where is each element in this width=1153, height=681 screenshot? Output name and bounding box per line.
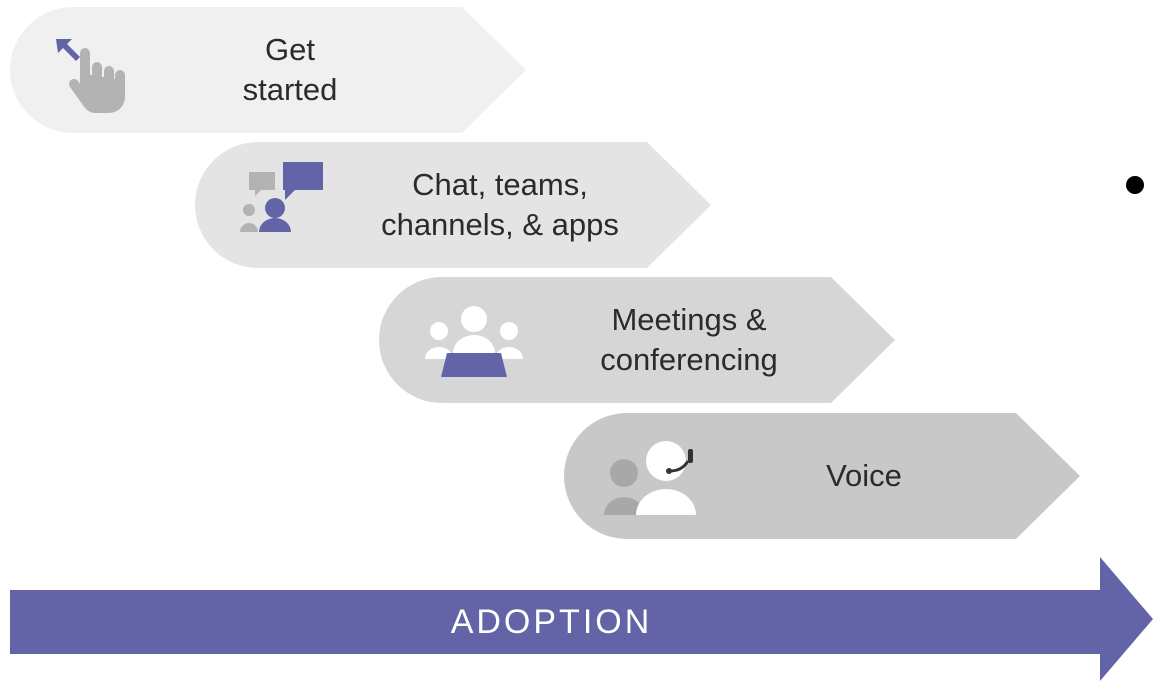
step-shape [195,142,711,268]
step-label: Meetings & conferencing [600,302,778,377]
meeting-people-icon [425,306,523,377]
step-voice: Voice [564,413,1080,539]
step-get-started: Get started [10,7,526,133]
step-shape [10,7,526,133]
step-label: Chat, teams, channels, & apps [381,167,619,242]
adoption-arrow [10,557,1153,681]
adoption-label: ADOPTION [450,602,653,641]
step-meetings-conferencing: Meetings & conferencing [379,277,895,403]
step-label: Get started [242,32,338,107]
chat-people-icon [240,162,323,232]
headset-person-icon [604,441,696,515]
step-label: Voice [826,458,902,493]
step-shape [379,277,895,403]
hand-pointer-icon [56,39,125,114]
bullet-dot [1126,176,1144,194]
step-chat-teams-channels-apps: Chat, teams, channels, & apps [195,142,711,268]
